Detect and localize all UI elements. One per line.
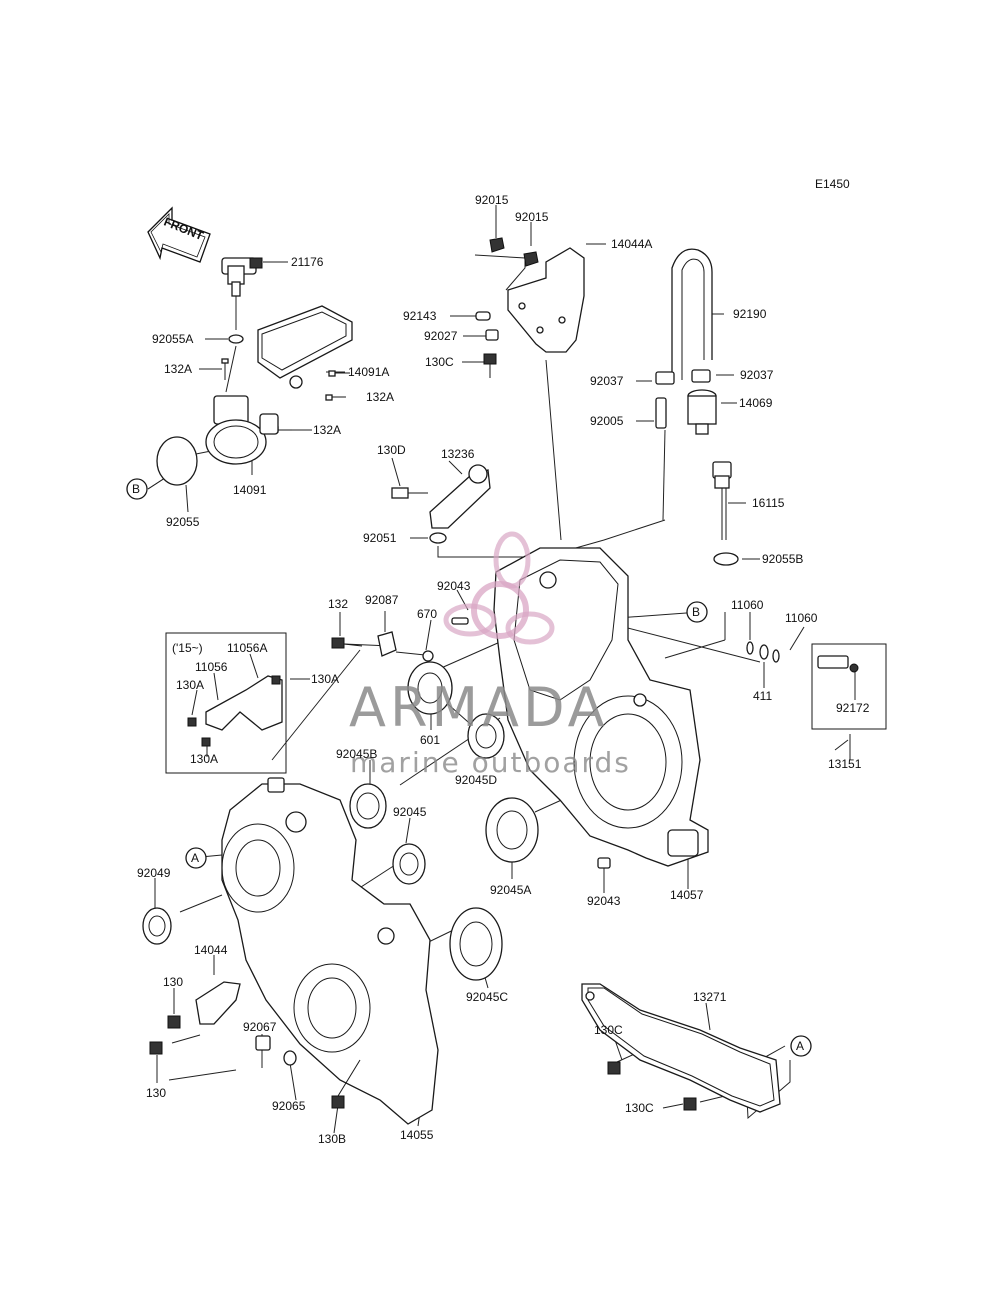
part-labels: 21176 92055A 132A 14091A 132A 132A 14091… xyxy=(137,193,870,1146)
label-92045D: 92045D xyxy=(455,773,497,787)
label-411: 411 xyxy=(753,689,772,703)
label-130C: 130C xyxy=(425,355,454,369)
label-92087: 92087 xyxy=(365,593,399,607)
label-132A: 132A xyxy=(164,362,192,376)
cover-14091A xyxy=(257,305,353,389)
label-92045: 92045 xyxy=(393,805,427,819)
housing-14091 xyxy=(205,395,279,465)
bearing-92045C xyxy=(449,907,503,981)
crankcase-14055 xyxy=(221,777,439,1125)
label-92067: 92067 xyxy=(243,1020,277,1034)
label-14091: 14091 xyxy=(233,483,267,497)
crankcase-14057 xyxy=(493,547,709,867)
callout-b-left: B xyxy=(126,478,148,500)
seal-92045B xyxy=(349,783,387,829)
label-92051: 92051 xyxy=(363,531,397,545)
label-92055B: 92055B xyxy=(762,552,803,566)
label-13151: 13151 xyxy=(828,757,862,771)
label-132A: 132A xyxy=(313,423,341,437)
svg-text:B: B xyxy=(692,605,700,619)
label-16115: 16115 xyxy=(752,496,785,510)
label-601: 601 xyxy=(420,733,440,747)
label-92043: 92043 xyxy=(437,579,471,593)
label-92045A: 92045A xyxy=(490,883,531,897)
callout-b-right: B xyxy=(686,601,708,623)
label-130A: 130A xyxy=(190,752,218,766)
label-11060: 11060 xyxy=(785,611,818,625)
label-92037: 92037 xyxy=(740,368,774,382)
diagram-code: E1450 xyxy=(815,177,850,191)
variant-box xyxy=(165,632,287,774)
watermark-title: ARMADA xyxy=(349,676,609,739)
label-130C: 130C xyxy=(594,1023,623,1037)
label-92015: 92015 xyxy=(475,193,509,207)
label-92049: 92049 xyxy=(137,866,171,880)
label-14055: 14055 xyxy=(400,1128,434,1142)
svg-text:A: A xyxy=(191,851,199,865)
label-92065: 92065 xyxy=(272,1099,306,1113)
label-92143: 92143 xyxy=(403,309,437,323)
label-92045C: 92045C xyxy=(466,990,508,1004)
bearing-92045A xyxy=(485,797,539,863)
bearing-92045 xyxy=(392,843,426,885)
label-92055: 92055 xyxy=(166,515,200,529)
label-14057: 14057 xyxy=(670,888,704,902)
label-92037: 92037 xyxy=(590,374,624,388)
label-variant: ('15~) xyxy=(172,641,203,655)
label-92055A: 92055A xyxy=(152,332,193,346)
label-130B: 130B xyxy=(318,1132,346,1146)
label-21176: 21176 xyxy=(291,255,324,269)
label-130C: 130C xyxy=(625,1101,654,1115)
front-arrow-icon: FRONT xyxy=(147,206,211,263)
label-92027: 92027 xyxy=(424,329,458,343)
bracket-14044A xyxy=(507,247,585,353)
label-130: 130 xyxy=(163,975,183,989)
label-13236: 13236 xyxy=(441,447,475,461)
assembly-box-13151 xyxy=(811,643,887,730)
label-92015: 92015 xyxy=(515,210,549,224)
label-11056A: 11056A xyxy=(227,641,267,655)
label-14044: 14044 xyxy=(194,943,228,957)
label-13271: 13271 xyxy=(693,990,727,1004)
callout-a-right: A xyxy=(790,1035,812,1057)
lever-13236 xyxy=(391,464,491,529)
label-14044A: 14044A xyxy=(611,237,652,251)
label-92172: 92172 xyxy=(836,701,870,715)
label-130: 130 xyxy=(146,1086,166,1100)
bearing-92045D xyxy=(467,713,505,759)
part-shapes xyxy=(142,237,887,1125)
watermark-subtitle: marine outboards xyxy=(350,746,631,779)
label-130D: 130D xyxy=(377,443,406,457)
svg-text:B: B xyxy=(132,482,140,496)
label-132: 132 xyxy=(328,597,348,611)
label-11060: 11060 xyxy=(731,598,764,612)
filter-14069 xyxy=(687,389,717,435)
label-14091A: 14091A xyxy=(348,365,389,379)
label-92043: 92043 xyxy=(587,894,621,908)
svg-text:A: A xyxy=(796,1039,804,1053)
seal-92049 xyxy=(142,907,172,945)
label-130A: 130A xyxy=(176,678,204,692)
sensor-21176 xyxy=(221,257,263,297)
gasket-13271 xyxy=(581,983,781,1113)
label-670: 670 xyxy=(417,607,437,621)
label-132A: 132A xyxy=(366,390,394,404)
bearing-601 xyxy=(407,661,453,715)
label-92190: 92190 xyxy=(733,307,767,321)
label-11056: 11056 xyxy=(195,660,228,674)
label-92045B: 92045B xyxy=(336,747,377,761)
callout-a-left: A xyxy=(185,847,207,869)
dipstick-16115 xyxy=(712,461,732,540)
label-14069: 14069 xyxy=(739,396,773,410)
watermark: ARMADA marine outboards xyxy=(349,531,631,779)
label-130A: 130A xyxy=(311,672,339,686)
label-92005: 92005 xyxy=(590,414,624,428)
